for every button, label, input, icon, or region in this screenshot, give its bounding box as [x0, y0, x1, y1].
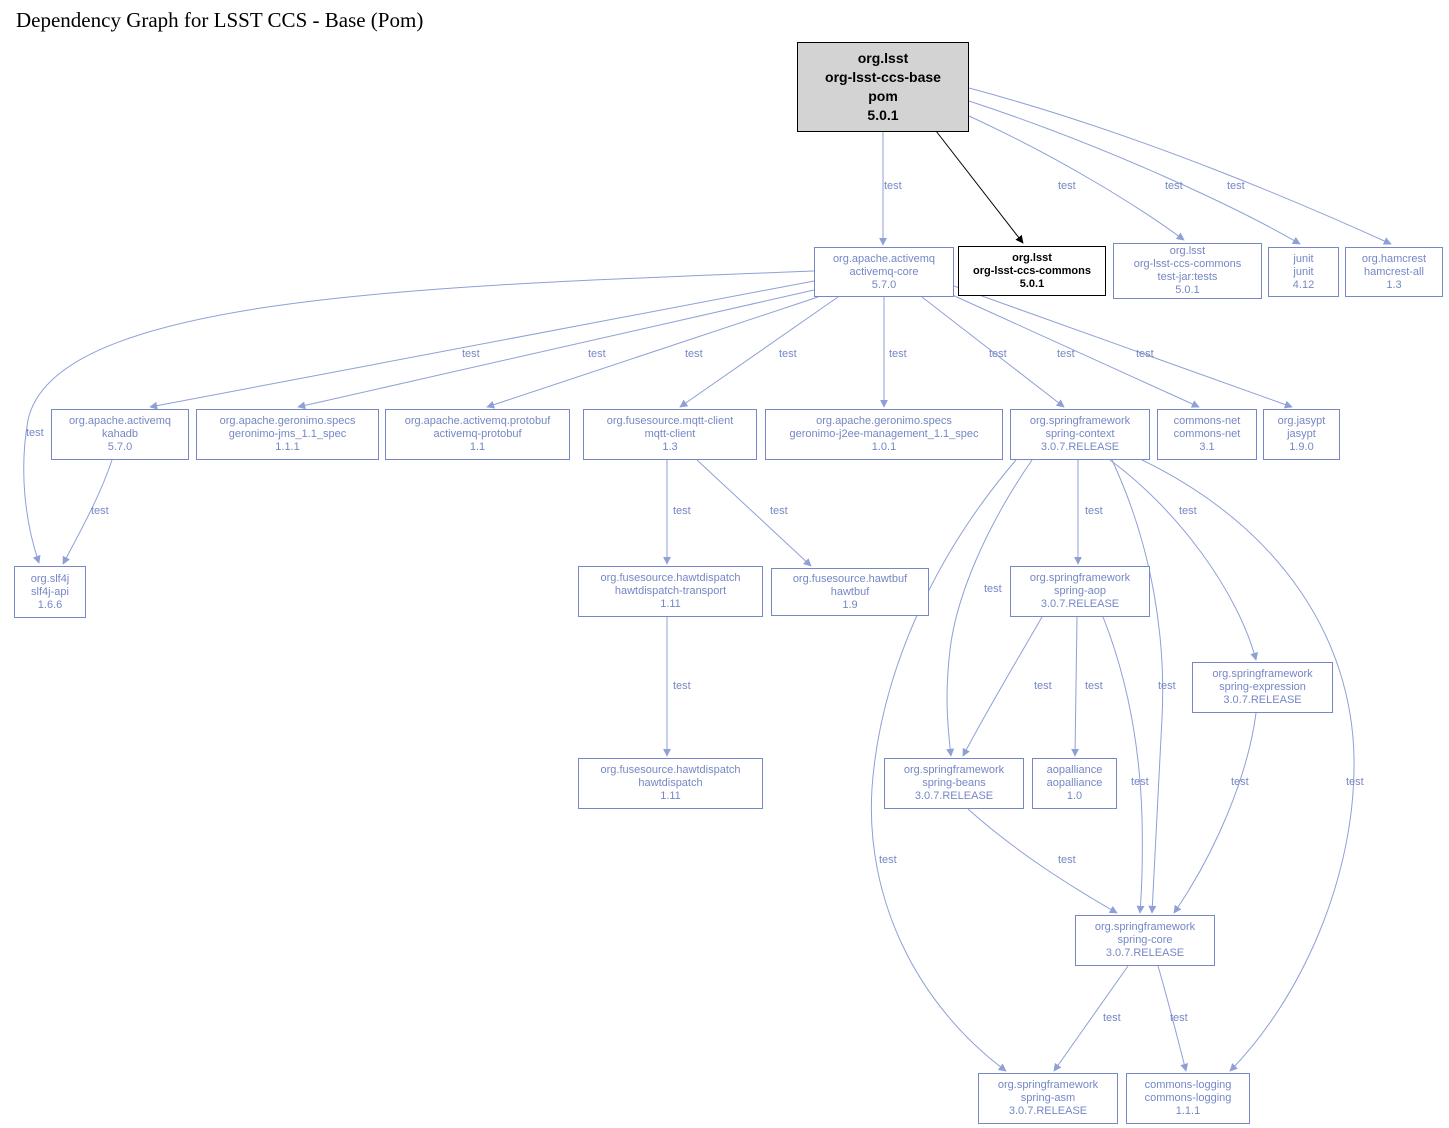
edge-label: test — [989, 348, 1007, 360]
node-spring-beans[interactable]: org.springframework spring-beans 3.0.7.R… — [884, 758, 1024, 809]
edge-activemq-core-jasypt — [953, 285, 1293, 409]
node-hamcrest-all[interactable]: org.hamcrest hamcrest-all 1.3 — [1345, 247, 1443, 297]
edge-base-junit — [968, 100, 1301, 245]
edge-label: test — [1136, 348, 1154, 360]
edge-spring-aop-spring-beans — [962, 616, 1043, 757]
edge-label: test — [1103, 1012, 1121, 1024]
edge-base-hamcrest-all — [968, 87, 1392, 245]
edge-label: test — [1165, 180, 1183, 192]
edge-label: test — [1131, 776, 1149, 788]
edge-spring-core-commons-logging — [1157, 965, 1189, 1072]
node-aopalliance[interactable]: aopalliance aopalliance 1.0 — [1032, 758, 1117, 809]
edge-activemq-core-activemq-protobuf — [486, 296, 819, 409]
edge-base-ccs-commons-tests — [968, 115, 1185, 241]
node-org-lsst-ccs-commons[interactable]: org.lsst org-lsst-ccs-commons 5.0.1 — [958, 246, 1106, 296]
edge-label: test — [1058, 854, 1076, 866]
edge-label: test — [673, 680, 691, 692]
edge-label: test — [1034, 680, 1052, 692]
node-activemq-core[interactable]: org.apache.activemq activemq-core 5.7.0 — [814, 247, 954, 297]
edge-label: test — [1179, 505, 1197, 517]
node-jasypt[interactable]: org.jasypt jasypt 1.9.0 — [1263, 409, 1340, 460]
edge-label: test — [685, 348, 703, 360]
node-spring-expression[interactable]: org.springframework spring-expression 3.… — [1192, 662, 1333, 713]
node-org-lsst-ccs-commons-tests[interactable]: org.lsst org-lsst-ccs-commons test-jar:t… — [1113, 243, 1262, 299]
edge-activemq-core-commons-net — [947, 292, 1200, 408]
node-mqtt-client[interactable]: org.fusesource.mqtt-client mqtt-client 1… — [583, 409, 757, 460]
edge-spring-context-spring-asm — [870, 459, 1017, 1072]
edge-label: test — [1158, 680, 1176, 692]
edge-kahadb-slf4j — [62, 459, 113, 565]
node-hawtbuf[interactable]: org.fusesource.hawtbuf hawtbuf 1.9 — [771, 568, 929, 616]
edge-activemq-core-slf4j — [23, 270, 815, 564]
node-commons-net[interactable]: commons-net commons-net 3.1 — [1157, 409, 1257, 460]
edge-label: test — [770, 505, 788, 517]
node-slf4j-api[interactable]: org.slf4j slf4j-api 1.6.6 — [14, 566, 86, 618]
node-org-lsst-ccs-base[interactable]: org.lsst org-lsst-ccs-base pom 5.0.1 — [797, 42, 969, 132]
edge-label: test — [1227, 180, 1245, 192]
edge-label: test — [462, 348, 480, 360]
node-geronimo-j2ee-management-spec[interactable]: org.apache.geronimo.specs geronimo-j2ee-… — [765, 409, 1003, 460]
node-commons-logging[interactable]: commons-logging commons-logging 1.1.1 — [1126, 1073, 1250, 1124]
edge-label: test — [889, 348, 907, 360]
edge-spring-beans-spring-core — [967, 808, 1118, 914]
edge-label: test — [1057, 348, 1075, 360]
edge-spring-aop-aopalliance — [1071, 616, 1080, 757]
edge-label: test — [884, 180, 902, 192]
node-kahadb[interactable]: org.apache.activemq kahadb 5.7.0 — [51, 409, 189, 460]
edge-label: test — [779, 348, 797, 360]
edge-spring-context-spring-beans — [946, 459, 1033, 757]
edge-spring-core-spring-asm — [1053, 965, 1129, 1072]
page-title: Dependency Graph for LSST CCS - Base (Po… — [16, 8, 424, 32]
edge-base-ccs-commons — [935, 130, 1024, 244]
node-hawtdispatch-transport[interactable]: org.fusesource.hawtdispatch hawtdispatch… — [578, 566, 763, 617]
edge-label: test — [1170, 1012, 1188, 1024]
edge-label: test — [1058, 180, 1076, 192]
edge-label: test — [26, 427, 44, 439]
node-activemq-protobuf[interactable]: org.apache.activemq.protobuf activemq-pr… — [385, 409, 570, 460]
edge-spring-aop-spring-core — [1102, 616, 1145, 914]
edge-label: test — [1231, 776, 1249, 788]
node-hawtdispatch[interactable]: org.fusesource.hawtdispatch hawtdispatch… — [578, 758, 763, 809]
node-junit[interactable]: junit junit 4.12 — [1268, 247, 1339, 297]
edge-mqtt-client-hawtbuf — [696, 459, 812, 567]
edge-label: test — [91, 505, 109, 517]
edge-activemq-core-kahadb — [149, 280, 815, 410]
edge-label: test — [984, 583, 1002, 595]
node-geronimo-jms-spec[interactable]: org.apache.geronimo.specs geronimo-jms_1… — [196, 409, 379, 460]
edge-label: test — [1346, 776, 1364, 788]
node-spring-asm[interactable]: org.springframework spring-asm 3.0.7.REL… — [978, 1073, 1118, 1124]
edge-label: test — [1085, 505, 1103, 517]
edge-activemq-core-mqtt-client — [679, 296, 839, 408]
edge-activemq-core-geronimo-jms — [297, 289, 815, 410]
edge-spring-expression-spring-core — [1173, 712, 1257, 914]
edge-activemq-core-spring-context — [921, 296, 1065, 408]
node-spring-aop[interactable]: org.springframework spring-aop 3.0.7.REL… — [1010, 566, 1150, 617]
edge-label: test — [588, 348, 606, 360]
edge-label: test — [673, 505, 691, 517]
node-spring-core[interactable]: org.springframework spring-core 3.0.7.RE… — [1075, 915, 1215, 966]
edge-label: test — [879, 854, 897, 866]
edge-spring-context-spring-core — [1111, 459, 1164, 914]
node-spring-context[interactable]: org.springframework spring-context 3.0.7… — [1010, 409, 1150, 460]
edge-label: test — [1085, 680, 1103, 692]
edge-spring-context-spring-expression — [1109, 459, 1259, 661]
edge-spring-context-commons-logging — [1141, 459, 1355, 1072]
